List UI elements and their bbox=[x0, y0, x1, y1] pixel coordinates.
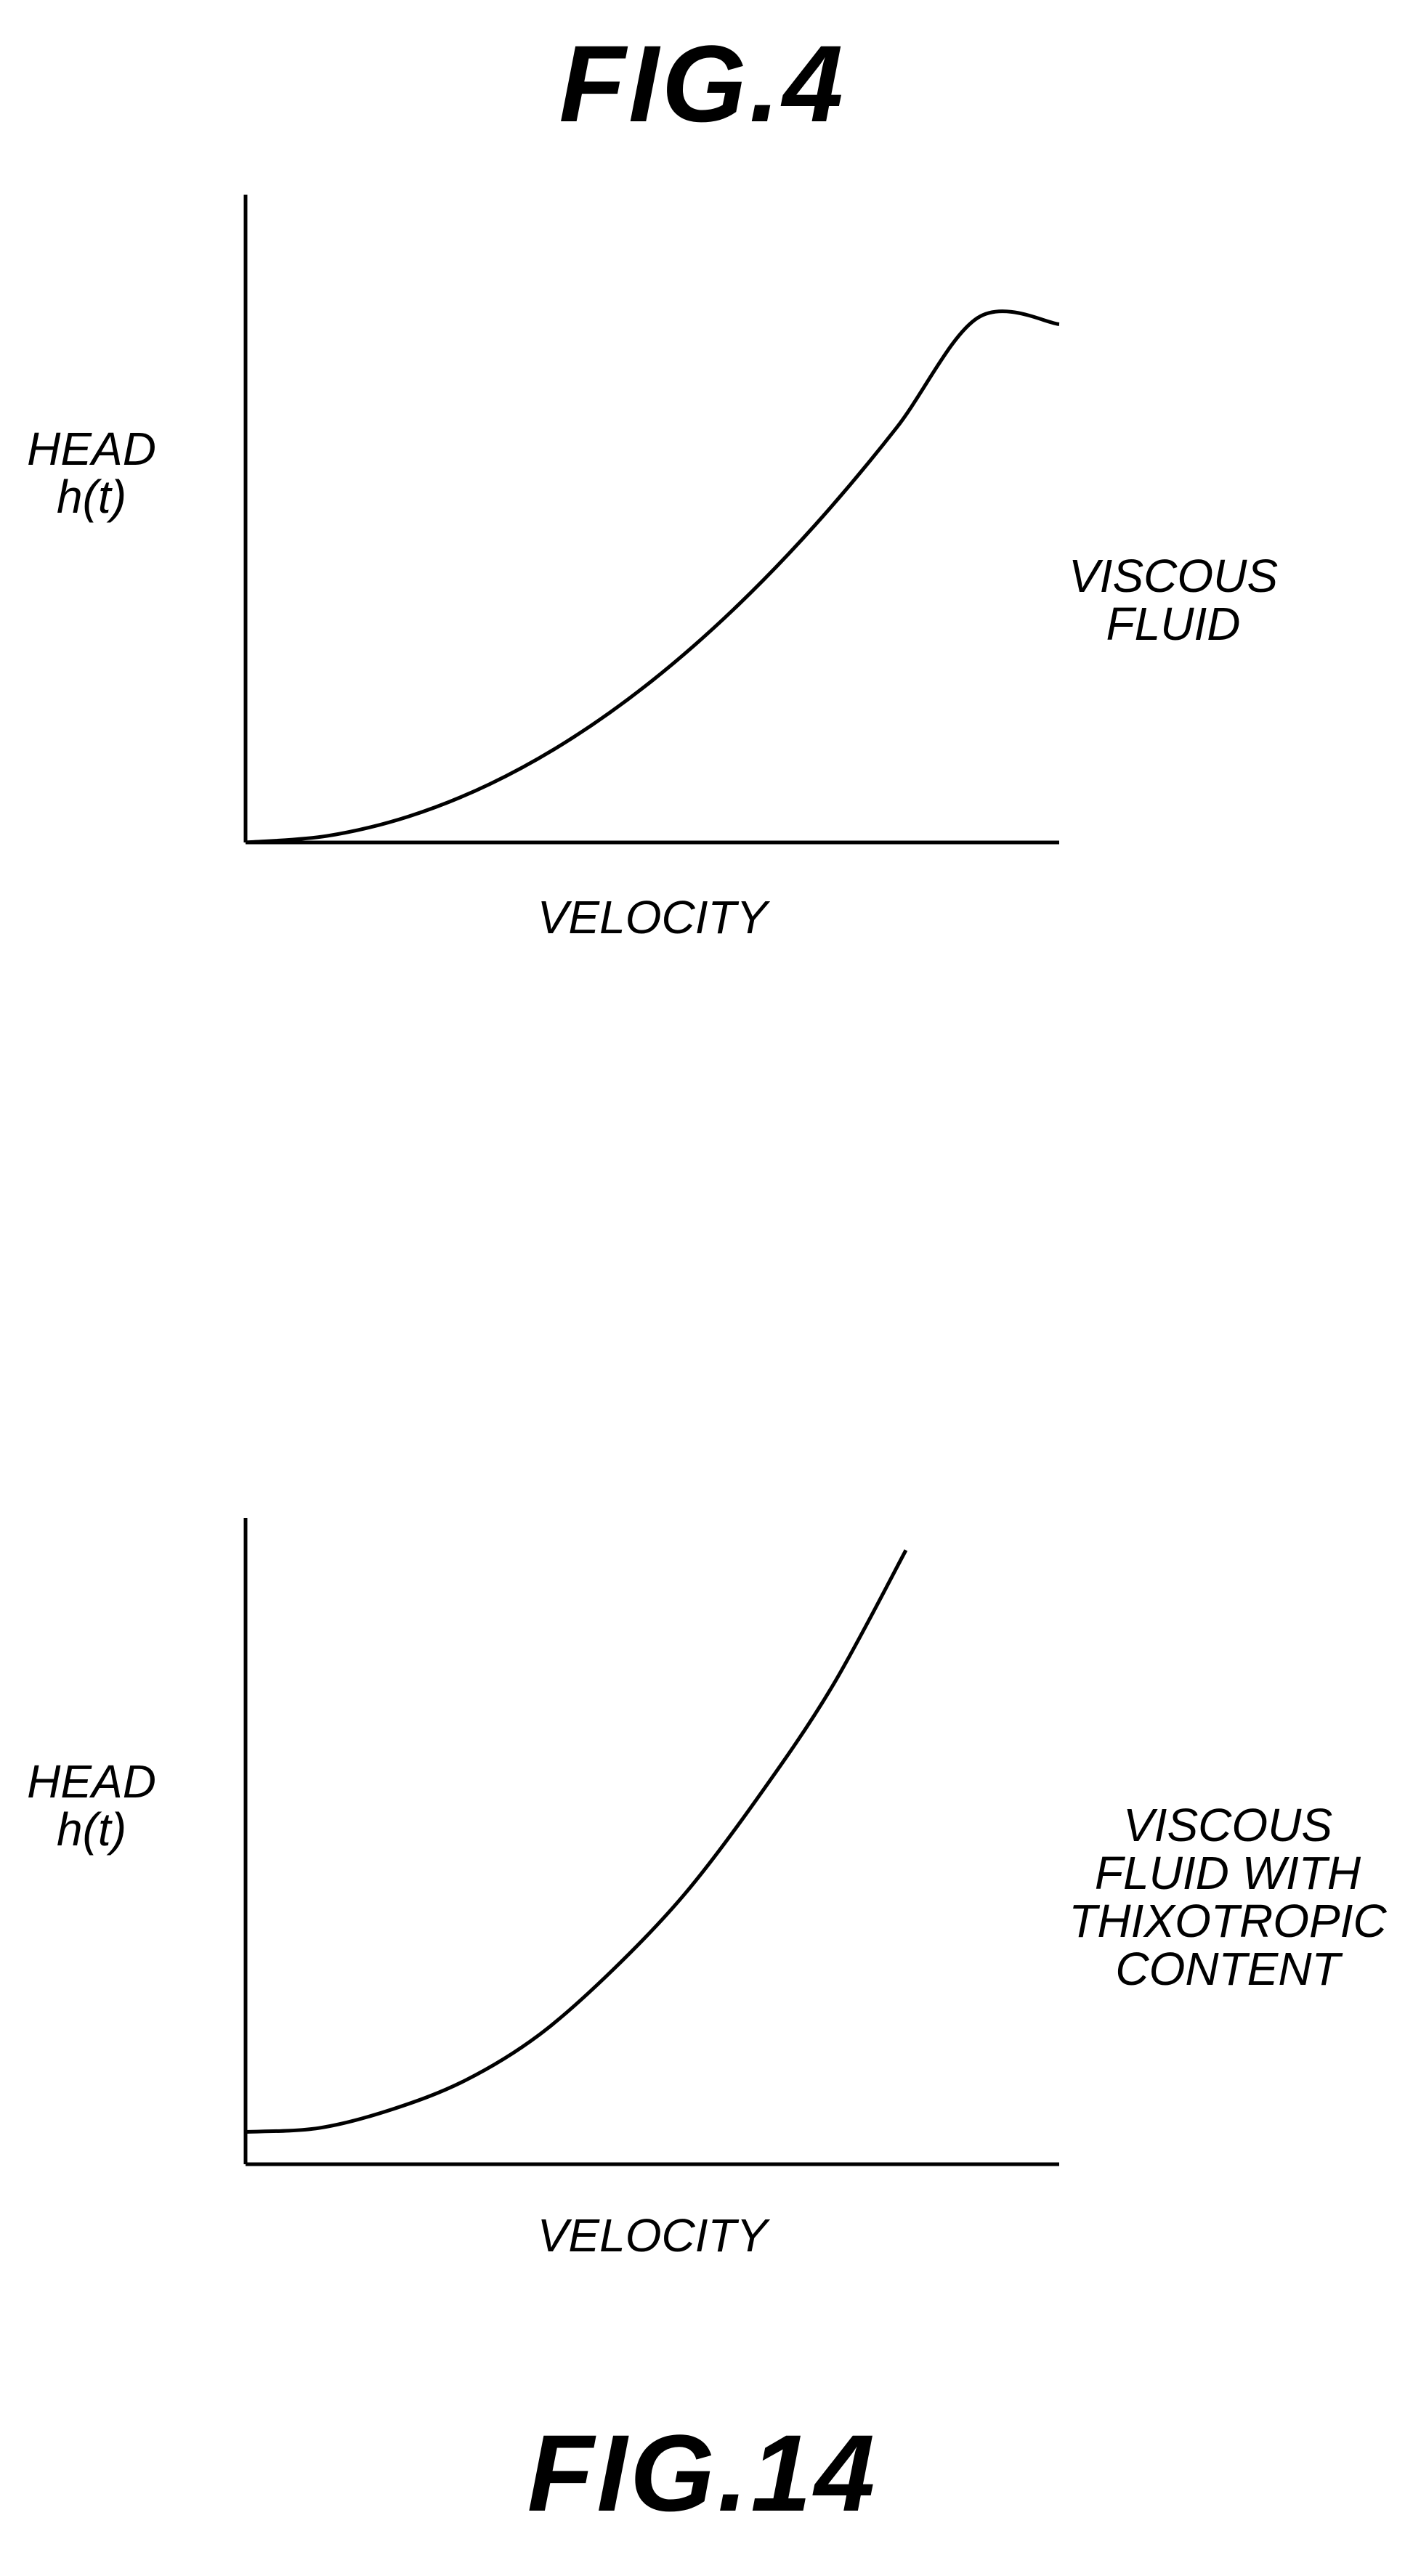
figure-14-chart: HEADh(t) VELOCITY VISCOUSFLUID WITHTHIXOTR… bbox=[27, 1518, 1387, 2262]
figure-14-title: FIG.14 bbox=[0, 2418, 1405, 2527]
fig4-curve bbox=[246, 312, 1059, 842]
fig14-annotation: VISCOUSFLUID WITHTHIXOTROPICCONTENT bbox=[1069, 1799, 1387, 1995]
fig4-x-axis-label: VELOCITY bbox=[538, 891, 771, 943]
fig4-annotation: VISCOUSFLUID bbox=[1069, 550, 1278, 650]
fig14-y-axis-label: HEADh(t) bbox=[27, 1755, 156, 1856]
fig4-y-axis-label: HEADh(t) bbox=[27, 423, 156, 523]
figure-4-chart: HEADh(t) VELOCITY VISCOUSFLUID bbox=[27, 195, 1278, 943]
fig14-x-axis-label: VELOCITY bbox=[538, 2209, 771, 2262]
fig14-curve bbox=[246, 1551, 906, 2132]
